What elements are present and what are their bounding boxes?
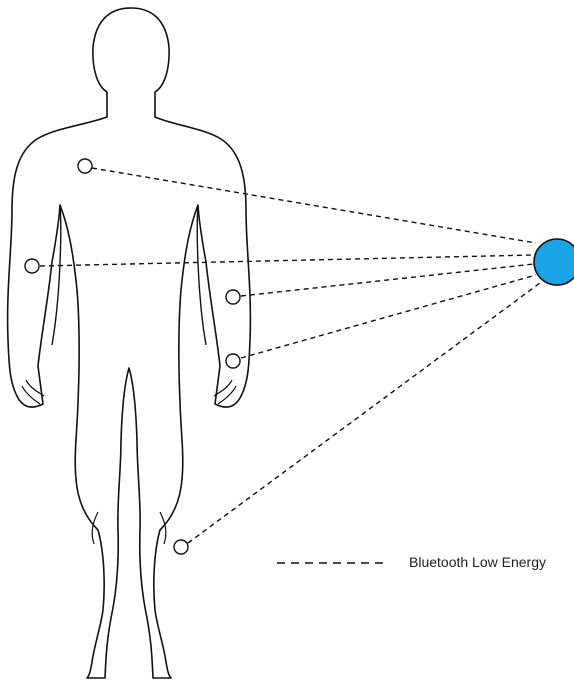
left-inner-arm-line: [52, 205, 61, 345]
sensor-wrist: [226, 354, 240, 368]
connection-elbow: [241, 264, 534, 296]
sensor-shoulder: [78, 159, 92, 173]
connection-wrist: [241, 275, 536, 358]
sensor-elbow: [226, 290, 240, 304]
connection-shoulder: [92, 168, 536, 243]
human-body-outline: [8, 8, 251, 678]
connection-upper-arm: [40, 255, 534, 266]
legend-label: Bluetooth Low Energy: [409, 554, 546, 570]
connection-knee: [188, 283, 540, 543]
ble-connections: [40, 168, 540, 543]
right-inner-arm-line: [197, 205, 206, 345]
sensor-upper-arm: [25, 259, 39, 273]
sensor-knee: [174, 540, 188, 554]
ble-hub-node: [534, 239, 574, 285]
sensor-nodes: [25, 159, 240, 554]
